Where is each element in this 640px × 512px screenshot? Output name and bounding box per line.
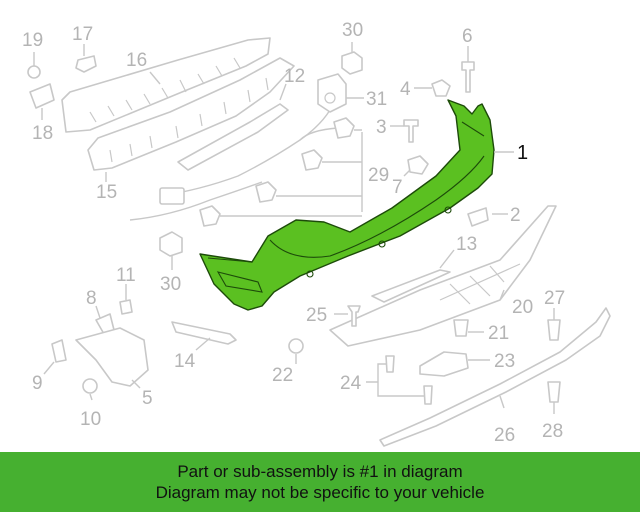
leader-14 (195, 337, 211, 351)
part-14-reflector[interactable] (171, 321, 237, 345)
part-30-sensor-upper[interactable] (341, 51, 363, 75)
callout-9: 9 (32, 373, 43, 394)
callout-6: 6 (462, 26, 473, 47)
callout-29: 29 (368, 165, 389, 186)
callout-27: 27 (544, 288, 565, 309)
part-9-plug[interactable] (51, 339, 67, 363)
callout-24: 24 (340, 373, 362, 394)
notice-line-2: Diagram may not be specific to your vehi… (155, 483, 485, 502)
part-12-connector[interactable] (159, 187, 185, 205)
leader-12 (279, 83, 287, 101)
part-28-pin[interactable] (547, 381, 561, 403)
leader-26 (499, 395, 505, 409)
part-10-grommet[interactable] (82, 378, 98, 394)
notice-banner: Part or sub-assembly is #1 in diagram Di… (0, 452, 640, 512)
part-15-reinforcement-bar[interactable] (87, 57, 295, 171)
part-12-harness-bracket[interactable] (177, 103, 289, 171)
part-5-bracket[interactable] (75, 327, 149, 387)
leader-29 (220, 129, 363, 217)
part-1-rear-bumper-cover[interactable] (199, 99, 495, 311)
callout-25: 25 (306, 305, 327, 326)
callout-3: 3 (376, 117, 387, 138)
callout-26: 26 (494, 425, 515, 446)
part-6-bolt[interactable] (461, 61, 475, 93)
callout-30-bottom: 30 (160, 274, 181, 295)
part-1-reflector-cutout (216, 271, 263, 293)
leader-20 (499, 289, 505, 301)
callout-17: 17 (72, 24, 93, 45)
leader-8 (95, 305, 101, 319)
part-1-contour (207, 121, 485, 263)
part-29-sensor-c[interactable] (255, 181, 277, 203)
callout-13: 13 (456, 234, 477, 255)
part-29-sensor-d[interactable] (199, 205, 221, 227)
part-1-sensor-hole-3 (444, 206, 452, 214)
callout-1: 1 (517, 142, 528, 164)
callout-21: 21 (488, 323, 509, 344)
callout-8: 8 (86, 288, 97, 309)
callout-5: 5 (142, 388, 153, 409)
callout-22: 22 (272, 365, 293, 386)
callout-23: 23 (494, 351, 515, 372)
part-1-sensor-hole-1 (306, 270, 314, 278)
part-16-ribs (89, 57, 241, 123)
part-15-detail (109, 77, 269, 163)
part-27-pin[interactable] (547, 319, 561, 341)
leader-5 (131, 379, 141, 389)
part-21-pushpin[interactable] (453, 319, 469, 337)
part-26-moulding[interactable] (379, 307, 611, 447)
part-22-plug[interactable] (288, 338, 304, 354)
part-16-impact-absorber[interactable] (61, 37, 271, 133)
callout-15: 15 (96, 182, 117, 203)
leader-9 (43, 361, 55, 375)
callout-19: 19 (22, 30, 43, 51)
leader-10 (89, 393, 93, 401)
part-7-nut[interactable] (407, 155, 429, 175)
callout-20: 20 (512, 297, 533, 318)
part-12-wire-branch (129, 127, 339, 221)
part-2-clip[interactable] (467, 207, 489, 227)
leader-13 (439, 249, 455, 269)
part-12-wire (159, 109, 331, 197)
part-31-hole (324, 92, 336, 104)
part-29-sensor-b[interactable] (301, 149, 323, 171)
callout-10: 10 (80, 409, 101, 430)
part-23-reflector[interactable] (419, 351, 469, 377)
part-13-trim[interactable] (371, 269, 451, 303)
notice-line-1: Part or sub-assembly is #1 in diagram (177, 462, 463, 481)
callout-30-top: 30 (342, 20, 363, 41)
part-17-clip[interactable] (75, 55, 97, 73)
callout-4: 4 (400, 79, 411, 100)
part-19-grommet[interactable] (27, 65, 41, 79)
part-30-sensor-lower[interactable] (159, 231, 183, 257)
part-24-screw-upper[interactable] (385, 355, 395, 373)
part-24-screw-lower[interactable] (423, 385, 433, 405)
part-20-diffuser[interactable] (329, 205, 557, 347)
part-11-clip[interactable] (119, 299, 133, 315)
leader-16 (149, 71, 161, 85)
leader-7 (403, 169, 411, 177)
callout-18: 18 (32, 123, 53, 144)
callout-31: 31 (366, 89, 387, 110)
callout-28: 28 (542, 421, 563, 442)
callout-11: 11 (116, 265, 136, 286)
part-18-bracket[interactable] (29, 83, 55, 109)
callout-12: 12 (284, 66, 305, 87)
part-25-bolt[interactable] (347, 305, 361, 327)
exploded-parts-diagram: 1 2 3 4 5 6 7 8 9 10 11 12 13 14 15 16 1… (22, 20, 611, 447)
callout-16: 16 (126, 50, 147, 71)
part-20-grid (439, 263, 521, 305)
part-3-bolt[interactable] (403, 119, 419, 143)
leader-24 (366, 363, 424, 397)
part-1-sensor-hole-2 (378, 240, 386, 248)
part-29-sensor-a[interactable] (333, 117, 355, 139)
callout-7: 7 (392, 177, 403, 198)
callout-14: 14 (174, 351, 196, 372)
part-4-nut[interactable] (431, 79, 451, 97)
callout-2: 2 (510, 205, 521, 226)
